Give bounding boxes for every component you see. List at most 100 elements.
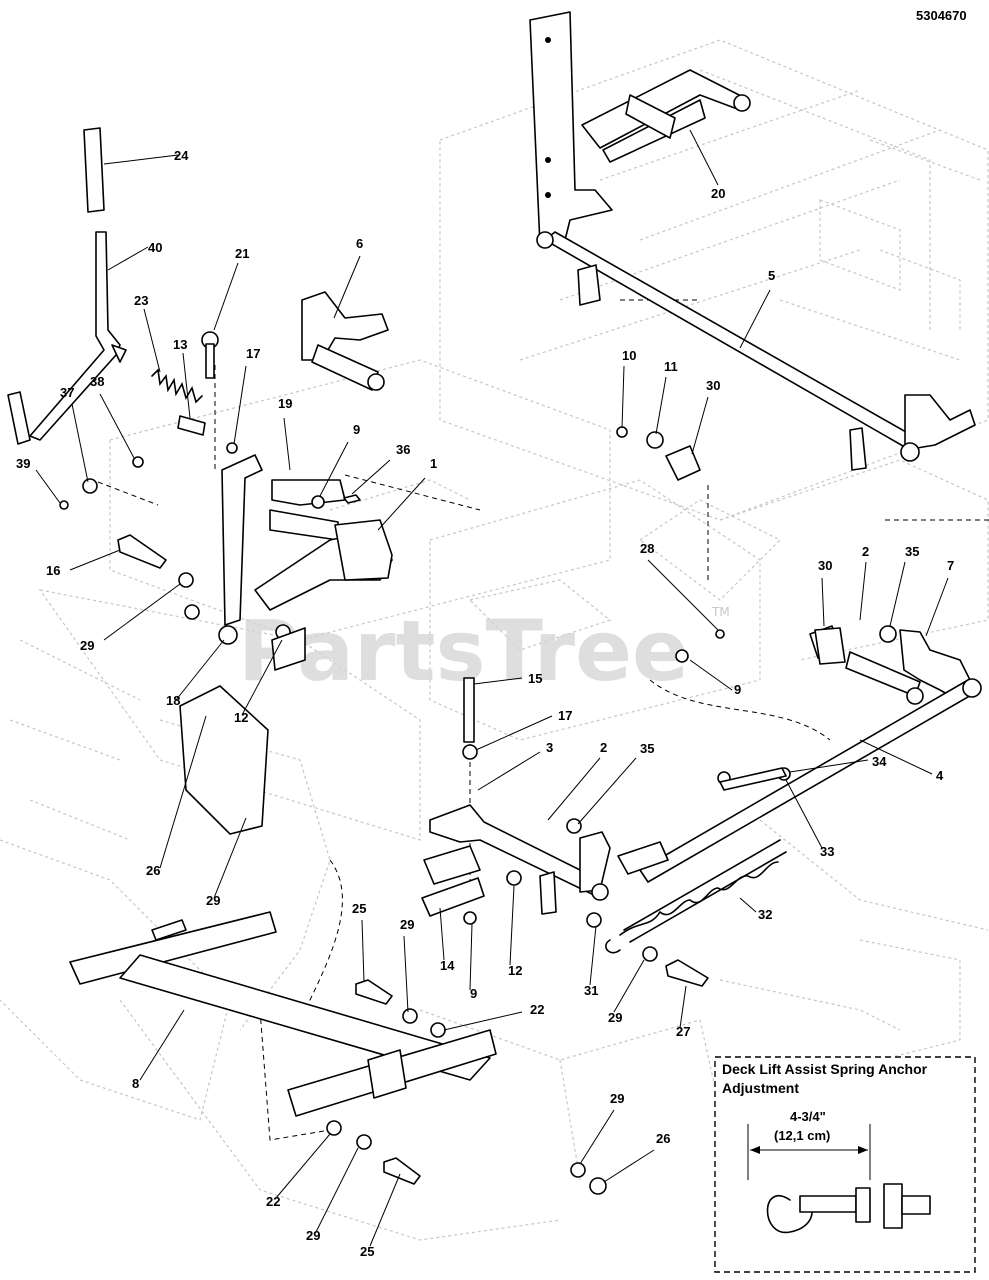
callout-number: 26 [656,1131,670,1146]
part-pivot-arm-20 [581,69,751,163]
inset-dimension-metric: (12,1 cm) [774,1128,830,1143]
callout-number: 3 [546,740,553,755]
callout-leader-line [859,739,933,775]
callout-3: 3 [477,740,553,791]
callout-5: 5 [739,268,775,349]
callout-leader-line [107,246,149,271]
part-rod-4 [639,678,982,883]
callout-29: 29 [608,959,645,1025]
callout-number: 4 [936,768,944,783]
callout-number: 25 [360,1244,374,1259]
callout-leader-line [361,919,365,983]
callout-17: 17 [233,346,260,445]
callout-leader-line [821,577,825,627]
callout-34: 34 [789,754,887,773]
part-lever-40 [7,127,127,445]
callout-leader-line [613,959,645,1013]
callout-leader-line [139,1009,185,1081]
callout-number: 28 [640,541,654,556]
dimension-arrow [747,1124,871,1180]
callout-number: 21 [235,246,249,261]
part-pin-15 [463,677,475,743]
callout-29: 29 [80,583,181,653]
callout-number: 19 [278,396,292,411]
part-arm-3 [423,804,669,915]
callout-leader-line [859,561,867,621]
callout-8: 8 [132,1009,185,1091]
callout-leader-line [213,817,247,899]
callout-number: 30 [818,558,832,573]
part-spring-32 [605,839,787,954]
callout-number: 6 [356,236,363,251]
callout-28: 28 [640,541,719,631]
part-plate-14 [421,877,485,917]
callout-30: 30 [818,558,832,627]
callout-leader-line [143,308,161,373]
callout-26: 26 [603,1131,670,1183]
callout-10: 10 [621,348,636,429]
callout-leader-line [925,577,949,637]
callout-leader-line [477,751,541,791]
inset-dimension-imperial: 4-3/4" [790,1109,826,1124]
callout-2: 2 [859,544,869,621]
callout-leader-line [689,659,733,691]
callout-number: 27 [676,1024,690,1039]
part-bolt-25 [355,979,421,1185]
callout-leader-line [69,549,121,571]
callout-6: 6 [333,236,363,319]
callout-number: 23 [134,293,148,308]
callout-35: 35 [577,741,654,825]
callout-9: 9 [469,923,477,1001]
part-plate-26 [179,685,269,835]
callout-number: 29 [80,638,94,653]
callout-number: 17 [558,708,572,723]
callout-number: 37 [60,385,74,400]
part-lever-mount [218,454,393,671]
callout-number: 40 [148,240,162,255]
callout-9: 9 [689,659,741,697]
callout-leader-line [589,925,597,986]
watermark-tm: TM [711,605,730,619]
callout-1: 1 [377,456,437,531]
callout-number: 20 [711,186,725,201]
callout-leader-line [577,757,637,825]
callout-24: 24 [103,148,189,165]
callout-leader-line [333,255,361,319]
background-frame [0,39,989,1241]
callout-36: 36 [351,442,410,495]
callout-23: 23 [134,293,161,373]
callout-leader-line [103,154,179,165]
callout-40: 40 [107,240,162,271]
callout-number: 11 [664,359,678,374]
callout-leader-line [283,417,291,471]
callout-12: 12 [234,639,283,725]
callout-number: 2 [862,544,869,559]
callout-30: 30 [691,378,720,455]
callout-number: 17 [246,346,260,361]
callout-leader-line [679,985,687,1029]
callout-number: 9 [734,682,741,697]
callout-21: 21 [213,246,249,331]
callout-9: 9 [319,422,360,497]
callout-leader-line [175,639,225,701]
part-lift-frame [529,11,976,471]
callout-leader-line [739,897,757,913]
callout-32: 32 [739,897,772,922]
callout-number: 33 [820,844,834,859]
callout-leader-line [473,677,523,685]
callout-number: 24 [174,148,189,163]
callout-leader-line [443,1011,523,1031]
callout-leader-line [275,1133,331,1199]
callout-leader-line [403,935,409,1013]
callout-number: 8 [132,1076,139,1091]
callout-leader-line [377,477,426,531]
callout-13: 13 [173,337,191,419]
callout-25: 25 [360,1173,401,1259]
callout-leader-line [351,459,391,495]
callout-number: 15 [528,671,542,686]
eyebolt-icon [766,1183,931,1234]
part-pin-21 [201,331,219,379]
callout-number: 35 [640,741,654,756]
